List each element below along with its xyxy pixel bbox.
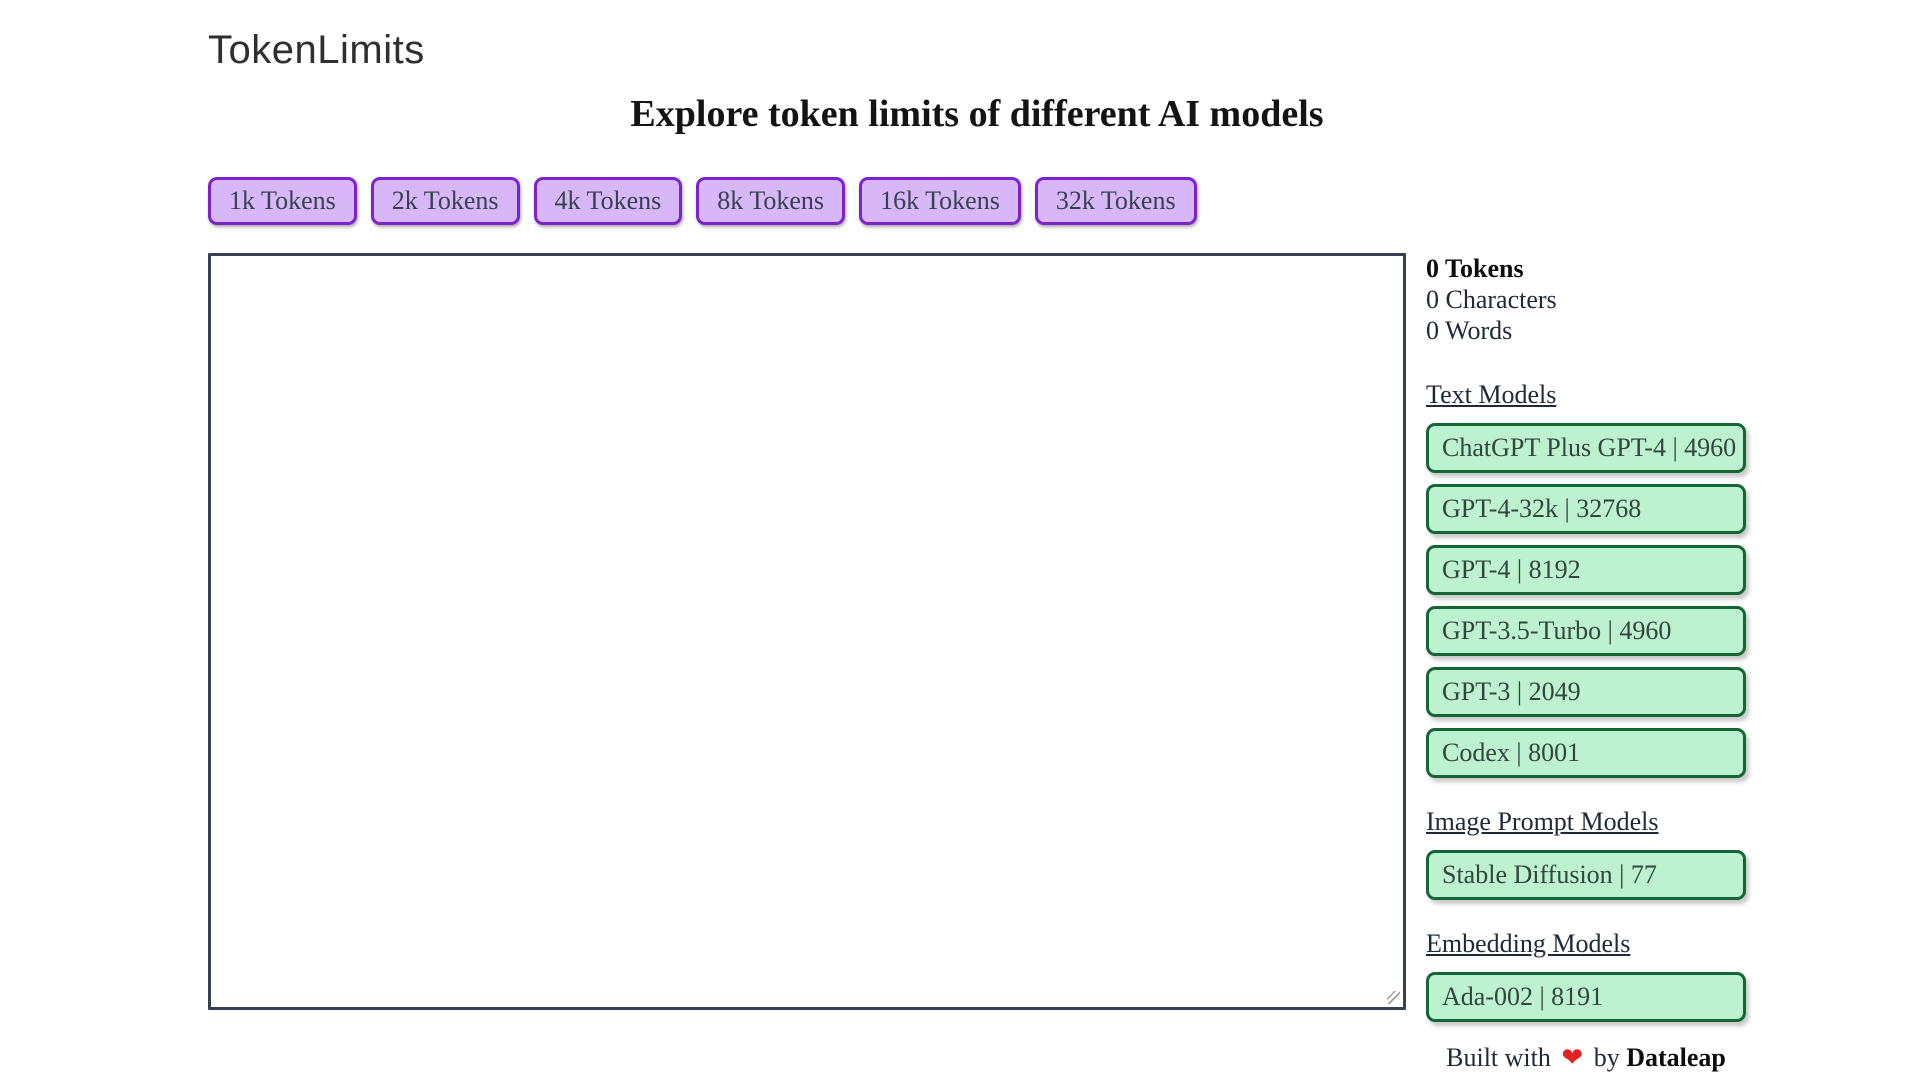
footer-middle: by (1593, 1043, 1620, 1072)
model-button-chatgpt-plus-gpt-4[interactable]: ChatGPT Plus GPT-4 | 4960 (1426, 423, 1746, 473)
token-preset-button-4k[interactable]: 4k Tokens (533, 177, 683, 225)
model-button-gpt-3-5-turbo[interactable]: GPT-3.5-Turbo | 4960 (1426, 606, 1746, 656)
resize-grip-icon[interactable] (1387, 991, 1400, 1004)
word-count-value: 0 (1426, 316, 1439, 345)
token-preset-button-16k[interactable]: 16k Tokens (859, 177, 1021, 225)
model-button-codex[interactable]: Codex | 8001 (1426, 728, 1746, 778)
token-count: 0 Tokens (1426, 253, 1746, 284)
character-count-label: Characters (1445, 285, 1557, 314)
heart-icon: ❤ (1561, 1043, 1584, 1072)
token-preset-button-2k[interactable]: 2k Tokens (370, 177, 520, 225)
footer-prefix: Built with (1446, 1043, 1551, 1072)
token-count-value: 0 (1426, 254, 1439, 283)
character-count-value: 0 (1426, 285, 1439, 314)
embedding-models-heading: Embedding Models (1426, 929, 1631, 958)
character-count: 0 Characters (1426, 284, 1746, 315)
sidebar: 0 Tokens 0 Characters 0 Words Text Model… (1426, 253, 1746, 1073)
footer-credit: Built with ❤ by Dataleap (1426, 1042, 1746, 1073)
app-title: TokenLimits (208, 28, 425, 72)
page-heading: Explore token limits of different AI mod… (630, 93, 1324, 135)
word-count: 0 Words (1426, 315, 1746, 346)
token-preset-button-1k[interactable]: 1k Tokens (208, 177, 357, 225)
model-button-stable-diffusion[interactable]: Stable Diffusion | 77 (1426, 850, 1746, 900)
main-content: 0 Tokens 0 Characters 0 Words Text Model… (208, 253, 1746, 1073)
token-preset-row: 1k Tokens 2k Tokens 4k Tokens 8k Tokens … (208, 177, 1746, 225)
image-prompt-models-heading: Image Prompt Models (1426, 807, 1659, 836)
footer-brand: Dataleap (1626, 1043, 1726, 1072)
editor-area (208, 253, 1406, 1010)
model-button-ada-002[interactable]: Ada-002 | 8191 (1426, 972, 1746, 1022)
model-button-gpt-4-32k[interactable]: GPT-4-32k | 32768 (1426, 484, 1746, 534)
token-preset-button-32k[interactable]: 32k Tokens (1034, 177, 1197, 225)
token-count-label: Tokens (1445, 254, 1524, 283)
word-count-label: Words (1445, 316, 1513, 345)
token-preset-button-8k[interactable]: 8k Tokens (696, 177, 846, 225)
text-input[interactable] (208, 253, 1406, 1010)
model-button-gpt-3[interactable]: GPT-3 | 2049 (1426, 667, 1746, 717)
text-models-heading: Text Models (1426, 380, 1557, 409)
model-button-gpt-4[interactable]: GPT-4 | 8192 (1426, 545, 1746, 595)
